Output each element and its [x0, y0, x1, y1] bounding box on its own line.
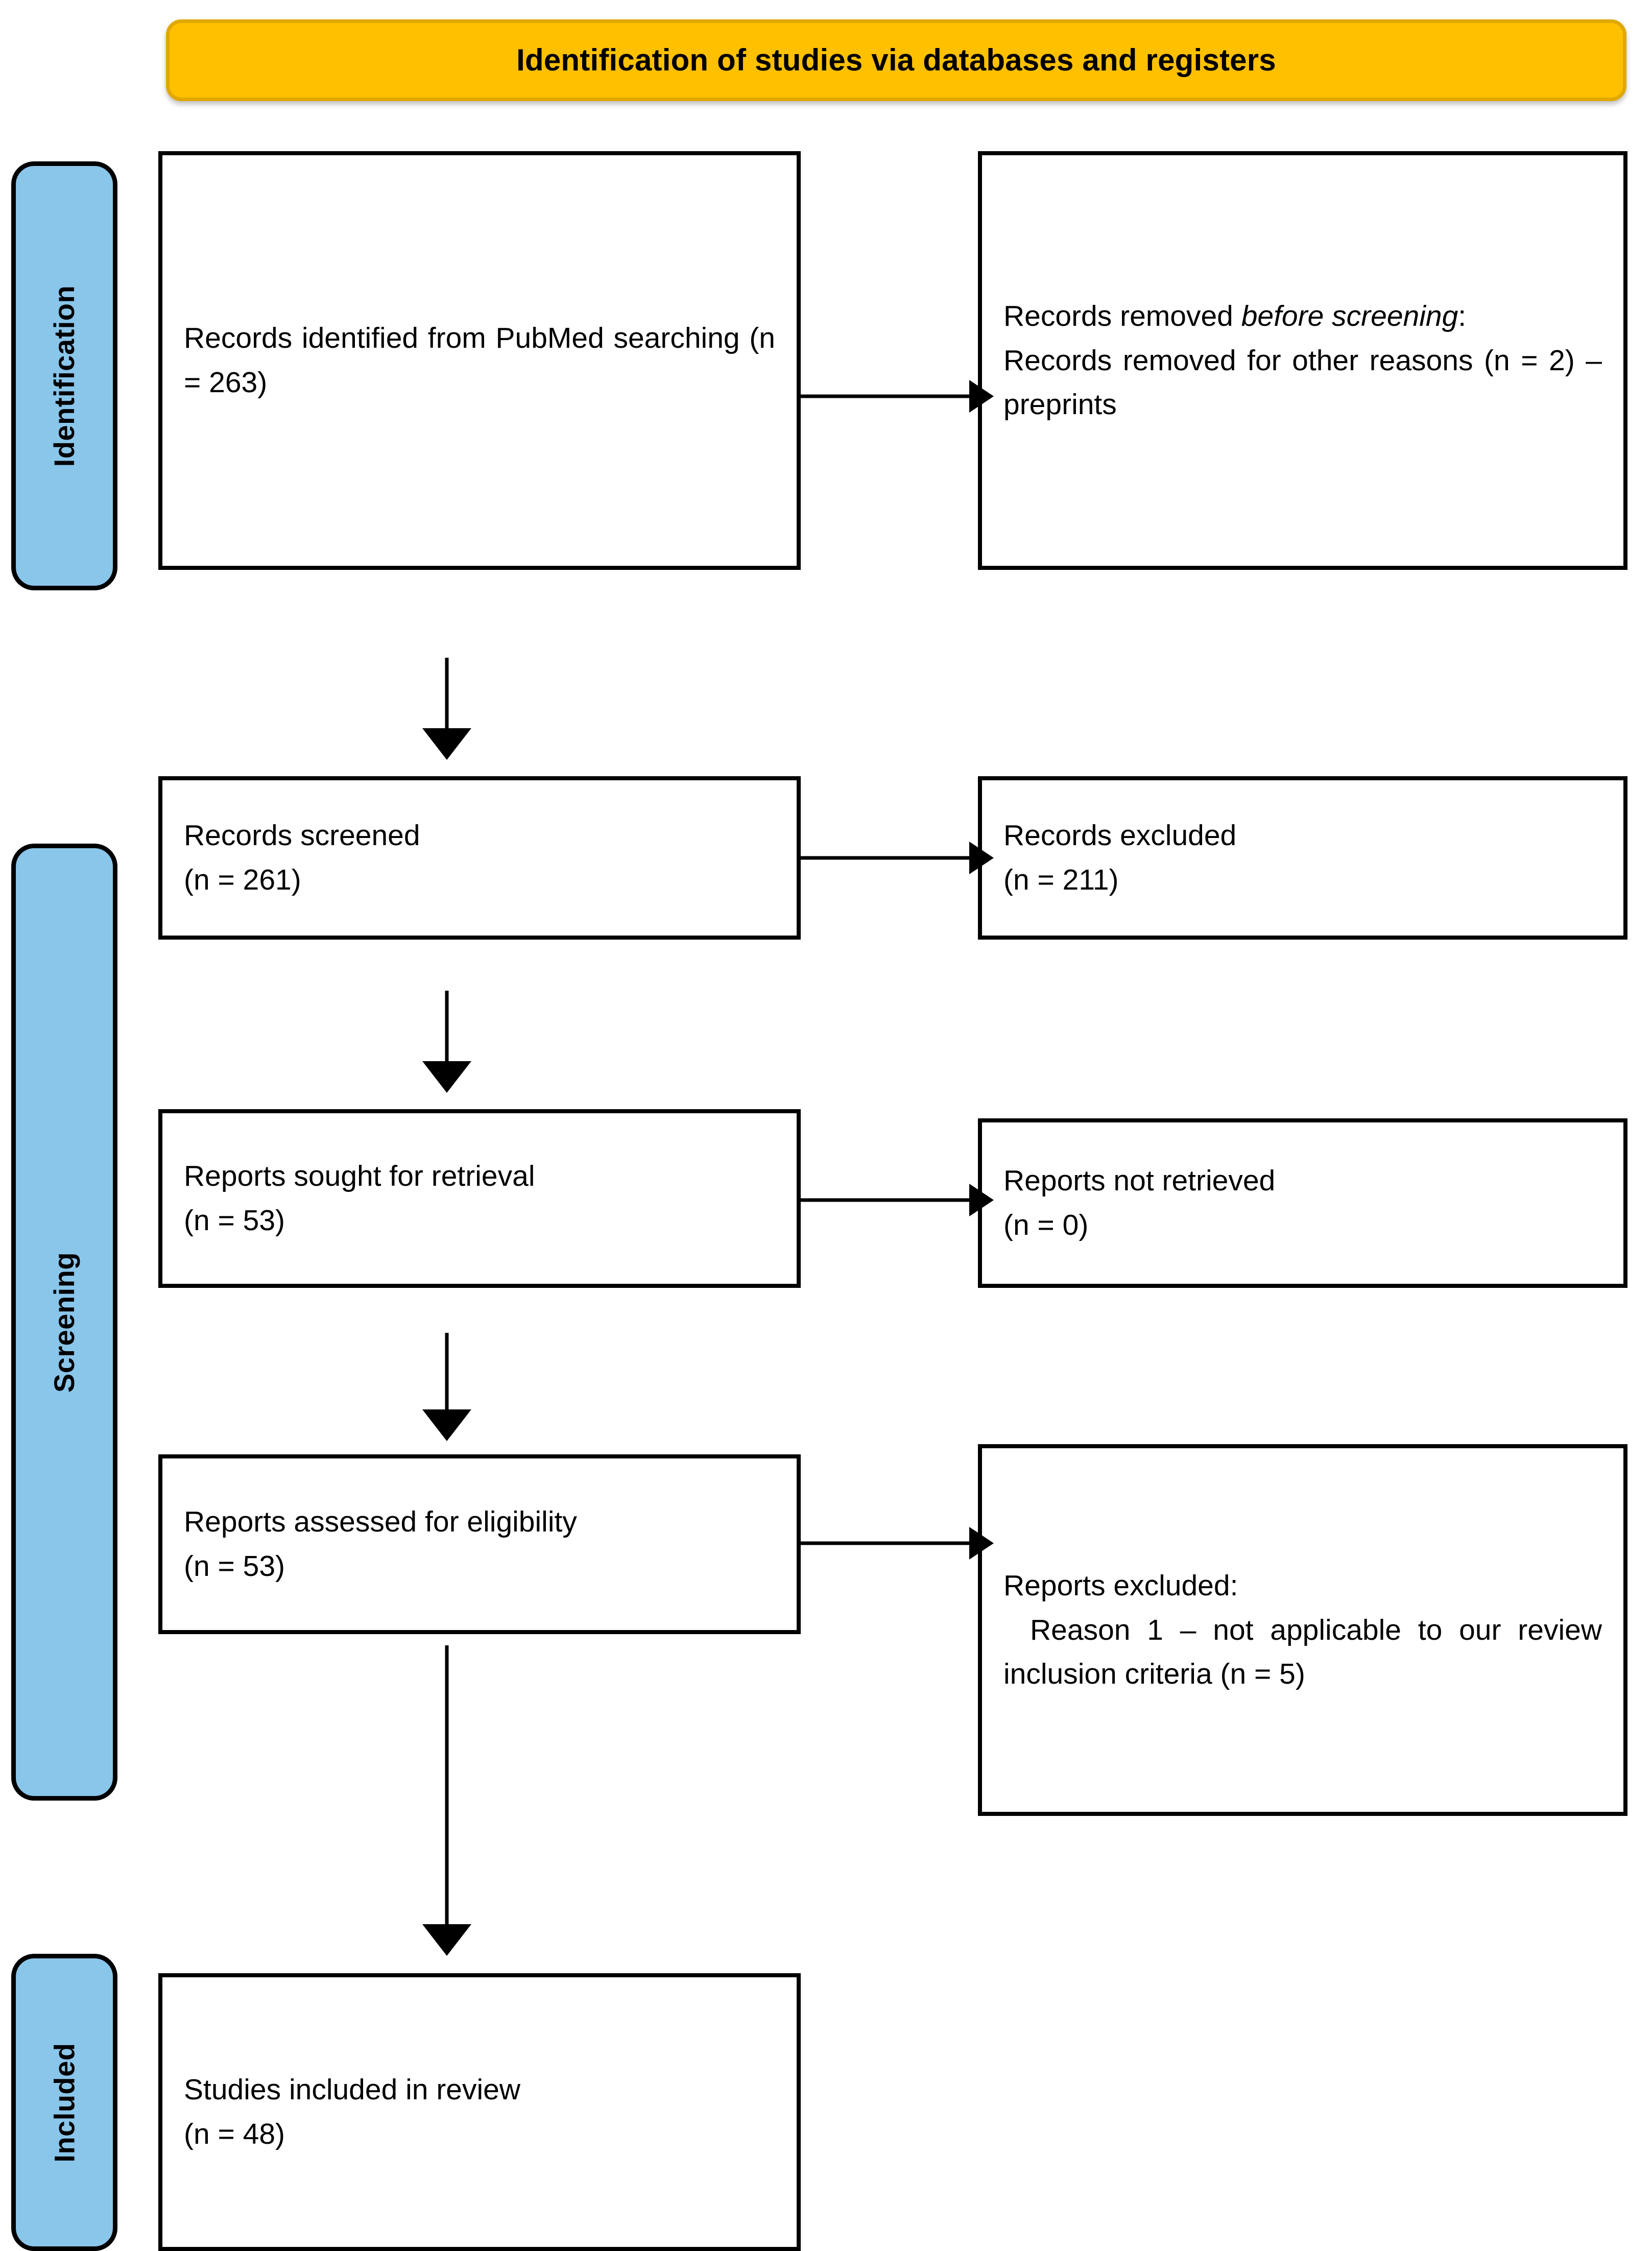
- records-removed-reason-text: Records removed for other reasons (n = 2…: [1003, 344, 1602, 421]
- arrow-sought-to-not-retrieved: [801, 1184, 994, 1216]
- flow-box-reports-sought-for-retrieval: Reports sought for retrieval (n = 53): [158, 1109, 801, 1288]
- records-removed-heading-italic: before screening: [1241, 300, 1458, 333]
- flow-box-records-excluded: Records excluded (n = 211): [978, 776, 1627, 940]
- studies-included-label: Studies included in review: [184, 2073, 521, 2106]
- arrow-head-icon: [422, 1061, 471, 1093]
- records-screened-label: Records screened: [184, 819, 420, 852]
- stage-pill-included: Included: [11, 1954, 117, 2251]
- reports-not-retrieved-label: Reports not retrieved: [1003, 1164, 1276, 1198]
- stage-label-identification: Identification: [48, 285, 81, 467]
- reports-not-retrieved-count: (n = 0): [1003, 1209, 1089, 1241]
- records-excluded-label: Records excluded: [1003, 819, 1237, 852]
- arrow-shaft: [801, 1541, 969, 1545]
- flow-box-studies-included-in-review: Studies included in review (n = 48): [158, 1973, 801, 2251]
- arrow-shaft: [445, 658, 449, 728]
- flow-box-reports-excluded: Reports excluded: Reason 1 – not applica…: [978, 1444, 1627, 1816]
- records-screened-count: (n = 261): [184, 864, 301, 896]
- records-identified-text: Records identified from PubMed searching…: [184, 322, 775, 399]
- reports-excluded-heading: Reports excluded:: [1003, 1569, 1238, 1602]
- reports-excluded-reason: Reason 1 – not applicable to our review …: [1003, 1613, 1602, 1691]
- reports-assessed-count: (n = 53): [184, 1550, 285, 1583]
- arrow-shaft: [801, 1198, 969, 1202]
- header-banner-title: Identification of studies via databases …: [516, 43, 1276, 77]
- flow-box-records-removed-before-screening: Records removed before screening: Record…: [978, 151, 1627, 570]
- studies-included-count: (n = 48): [184, 2118, 285, 2150]
- reports-sought-count: (n = 53): [184, 1204, 285, 1237]
- arrow-assessed-to-included: [422, 1645, 471, 1956]
- arrow-head-icon: [969, 380, 994, 413]
- arrow-shaft: [801, 394, 969, 398]
- records-removed-heading: Records removed before screening:: [1003, 294, 1602, 339]
- stage-label-screening: Screening: [48, 1252, 81, 1393]
- records-excluded-count: (n = 211): [1003, 864, 1119, 896]
- arrow-sought-to-assessed: [422, 1333, 471, 1441]
- reports-assessed-label: Reports assessed for eligibility: [184, 1505, 577, 1539]
- arrow-head-icon: [422, 728, 471, 760]
- records-removed-heading-prefix: Records removed: [1003, 300, 1241, 333]
- arrow-shaft: [445, 1645, 449, 1924]
- stage-pill-identification: Identification: [11, 161, 117, 590]
- arrow-identified-to-screened: [422, 658, 471, 760]
- arrow-head-icon: [969, 842, 994, 874]
- arrow-shaft: [445, 1333, 449, 1409]
- flow-box-records-identified: Records identified from PubMed searching…: [158, 151, 801, 570]
- flow-box-reports-not-retrieved: Reports not retrieved (n = 0): [978, 1118, 1627, 1288]
- arrow-screened-to-sought: [422, 991, 471, 1093]
- stage-pill-screening: Screening: [11, 844, 117, 1801]
- arrow-screened-to-excluded: [801, 842, 994, 874]
- arrow-shaft: [801, 856, 969, 860]
- arrow-head-icon: [969, 1184, 994, 1216]
- arrow-head-icon: [422, 1924, 471, 1956]
- arrow-head-icon: [422, 1409, 471, 1441]
- reports-sought-label: Reports sought for retrieval: [184, 1160, 535, 1193]
- arrow-shaft: [445, 991, 449, 1061]
- arrow-assessed-to-reports-excluded: [801, 1527, 994, 1560]
- arrow-identified-to-removed: [801, 380, 994, 413]
- stage-label-included: Included: [48, 2042, 81, 2163]
- flow-box-reports-assessed-for-eligibility: Reports assessed for eligibility (n = 53…: [158, 1454, 801, 1634]
- records-removed-heading-suffix: :: [1458, 300, 1467, 333]
- arrow-head-icon: [969, 1527, 994, 1560]
- flow-box-records-screened: Records screened (n = 261): [158, 776, 801, 940]
- header-banner: Identification of studies via databases …: [166, 19, 1626, 101]
